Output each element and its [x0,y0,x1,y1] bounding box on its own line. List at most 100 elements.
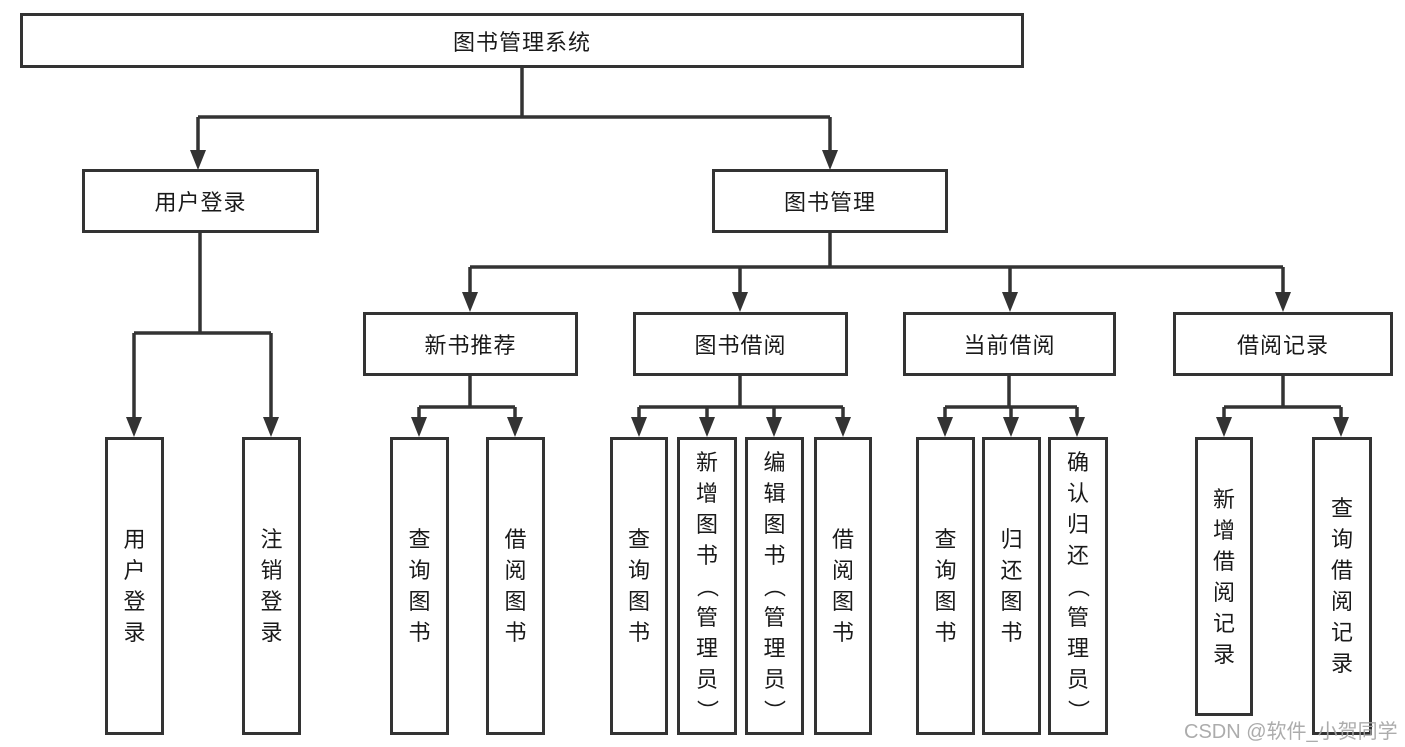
node-leaf-borrow-book-1: 借阅图书 [486,437,545,735]
node-borrow-records: 借阅记录 [1173,312,1393,376]
vertical-char: 查 [1330,496,1353,521]
node-leaf-confirm-return-admin: 确认归还（管理员） [1048,437,1108,735]
arrowhead [631,417,647,437]
arrowhead [1069,417,1085,437]
vertical-char: 录 [1330,651,1353,676]
vertical-char: 注 [260,527,283,552]
vertical-char: 归 [1000,527,1023,552]
vertical-char: （ [694,574,720,598]
node-leaf-return-book: 归还图书 [982,437,1041,735]
vertical-char: 书 [1000,620,1023,645]
vertical-char: 阅 [1212,579,1235,605]
vertical-char: 理 [695,635,718,661]
vertical-char: 理 [763,635,786,661]
vertical-char: 录 [123,620,146,645]
vertical-char: 阅 [504,558,527,583]
node-leaf-user-login: 用户登录 [105,437,164,735]
vertical-char: 图 [831,589,854,614]
node-user-login-label: 用户登录 [154,190,247,215]
vertical-char: 图 [695,511,718,537]
node-book-mgmt: 图书管理 [712,169,948,233]
connector-borrow-records [1222,375,1343,422]
node-current-borrow: 当前借阅 [903,312,1116,376]
vertical-char: 书 [408,620,431,645]
vertical-char: 图 [627,589,650,614]
vertical-char: 书 [831,620,854,645]
vertical-char: 登 [260,589,283,614]
node-book-borrow: 图书借阅 [633,312,848,376]
arrowhead [1002,292,1018,312]
node-borrow-records-label: 借阅记录 [1236,333,1329,358]
arrowhead [937,417,953,437]
vertical-char: 借 [504,527,527,552]
node-current-borrow-label: 当前借阅 [963,333,1056,358]
node-leaf-borrow-book-2: 借阅图书 [814,437,872,735]
connector-book-borrow [637,376,845,422]
arrowhead [263,417,279,437]
node-book-mgmt-label: 图书管理 [783,190,876,215]
node-leaf-add-borrow-record: 新增借阅记录 [1195,437,1253,716]
vertical-char: 阅 [831,558,854,583]
node-leaf-edit-book-admin: 编辑图书（管理员） [745,437,804,735]
vertical-char: 查 [627,527,650,552]
node-new-book-rec-label: 新书推荐 [424,333,517,358]
vertical-char: 录 [1212,641,1235,667]
vertical-char: 管 [695,604,718,630]
arrowhead [1275,292,1291,312]
vertical-char: 书 [934,620,957,645]
vertical-char: （ [1065,574,1091,598]
vertical-char: 借 [831,527,854,552]
vertical-char: 借 [1330,558,1353,583]
vertical-char: 户 [123,558,146,583]
vertical-char: ） [761,698,787,722]
vertical-char: （ [761,574,787,598]
arrowhead [411,417,427,437]
arrowhead [190,150,206,170]
arrowhead [1003,417,1019,437]
vertical-char: 询 [1330,527,1353,552]
connector-user-login [132,233,273,420]
vertical-char: 查 [408,527,431,552]
vertical-char: 新 [695,449,718,475]
vertical-char: 登 [123,589,146,614]
vertical-char: 还 [1066,542,1089,568]
vertical-char: 书 [695,542,718,568]
arrowhead [766,417,782,437]
vertical-char: 辑 [763,480,786,506]
node-user-login: 用户登录 [82,169,319,233]
connector-new-book [417,375,517,422]
vertical-char: 认 [1066,480,1089,506]
vertical-char: 图 [408,589,431,614]
arrowhead [699,417,715,437]
node-leaf-query-book-2: 查询图书 [610,437,668,735]
vertical-char: 图 [504,589,527,614]
vertical-char: 员 [763,666,786,692]
vertical-char: 员 [695,666,718,692]
vertical-char: 理 [1066,635,1089,661]
node-root-label: 图书管理系统 [452,29,591,55]
arrowhead [126,417,142,437]
vertical-char: 管 [1066,604,1089,630]
vertical-char: 询 [934,558,957,583]
vertical-char: 询 [408,558,431,583]
vertical-char: 查 [934,527,957,552]
node-leaf-query-book-1: 查询图书 [390,437,449,735]
arrowhead [462,292,478,312]
connector-current-borrow [943,375,1079,422]
vertical-char: 归 [1066,511,1089,537]
connector-root [196,67,832,152]
node-root: 图书管理系统 [20,13,1024,68]
arrowhead [1216,417,1232,437]
arrowhead [835,417,851,437]
vertical-char: 新 [1212,486,1235,512]
connector-book-mgmt [468,233,1285,294]
node-book-borrow-label: 图书借阅 [694,333,787,358]
vertical-char: 询 [627,558,650,583]
vertical-char: 编 [763,449,786,475]
arrowhead [732,292,748,312]
vertical-char: 用 [123,527,146,552]
vertical-char: 书 [504,620,527,645]
node-new-book-rec: 新书推荐 [363,312,578,376]
vertical-char: 图 [934,589,957,614]
